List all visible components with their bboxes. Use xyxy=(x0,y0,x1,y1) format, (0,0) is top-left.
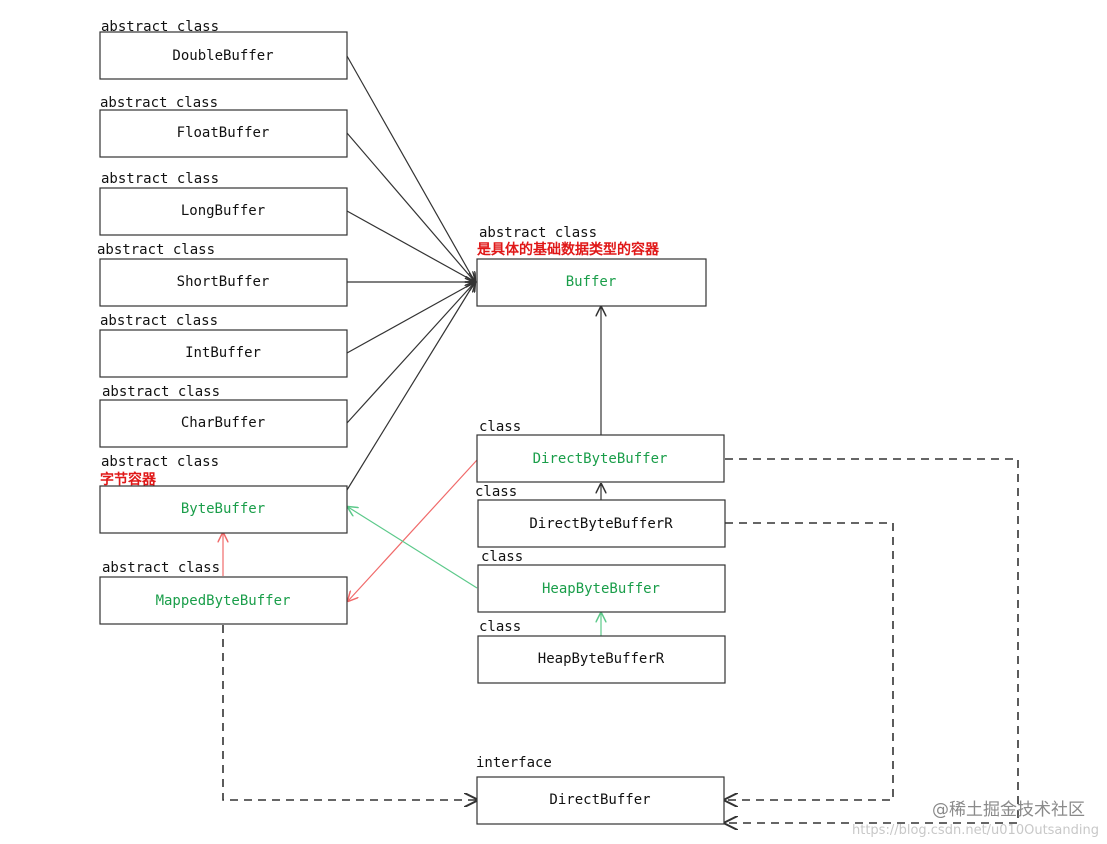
node-kind-label: abstract class xyxy=(102,384,220,400)
class-box xyxy=(99,187,348,236)
class-name: HeapByteBufferR xyxy=(538,651,665,667)
node-kind-label: abstract class xyxy=(100,95,218,111)
edge-longbuffer-to-buffer xyxy=(346,210,475,282)
edge-mappedbytebuffer-to-directbuffer xyxy=(222,625,477,800)
class-box xyxy=(99,258,348,307)
node-kind-label: interface xyxy=(476,755,552,771)
node-directbytebuffer: class DirectByteBuffer xyxy=(476,419,725,483)
class-name: ByteBuffer xyxy=(181,501,265,517)
class-box xyxy=(476,776,725,825)
node-kind-label: abstract class xyxy=(101,454,219,470)
node-floatbuffer: abstract class FloatBuffer xyxy=(99,95,348,158)
class-box xyxy=(99,109,348,158)
node-kind-label: abstract class xyxy=(97,242,215,258)
edge-floatbuffer-to-buffer xyxy=(346,132,475,282)
node-longbuffer: abstract class LongBuffer xyxy=(99,171,348,236)
class-box xyxy=(476,258,707,307)
edge-directbytebuffer-to-mappedbytebuffer xyxy=(348,459,478,601)
watermark-url: https://blog.csdn.net/u010Outsanding xyxy=(851,823,1099,838)
node-doublebuffer: abstract class DoubleBuffer xyxy=(99,19,348,80)
class-name: FloatBuffer xyxy=(177,125,270,141)
edge-intbuffer-to-buffer xyxy=(346,282,475,354)
node-heapbytebufferr: class HeapByteBufferR xyxy=(477,619,726,684)
node-charbuffer: abstract class CharBuffer xyxy=(99,384,348,448)
class-name: DirectByteBuffer xyxy=(533,451,668,467)
class-name: MappedByteBuffer xyxy=(156,593,291,609)
edges xyxy=(222,55,1019,823)
edge-heapbytebuffer-to-bytebuffer xyxy=(348,507,478,589)
class-box xyxy=(476,434,725,483)
node-buffer: abstract class 是具体的基础数据类型的容器 Buffer xyxy=(476,225,707,307)
class-box xyxy=(477,499,726,548)
node-heapbytebuffer: class HeapByteBuffer xyxy=(477,549,726,613)
class-name: CharBuffer xyxy=(181,415,265,431)
node-directbytebufferr: class DirectByteBufferR xyxy=(475,484,726,548)
class-name: LongBuffer xyxy=(181,203,265,219)
node-kind-label: abstract class xyxy=(479,225,597,241)
edge-doublebuffer-to-buffer xyxy=(346,55,475,282)
node-kind-label: class xyxy=(479,619,521,635)
node-kind-label: abstract class xyxy=(102,560,220,576)
class-box xyxy=(99,329,348,378)
class-name: ShortBuffer xyxy=(177,274,270,290)
node-note: 字节容器 xyxy=(100,471,157,488)
class-box xyxy=(477,564,726,613)
class-name: DoubleBuffer xyxy=(172,48,273,64)
class-box xyxy=(99,485,348,534)
watermark-brand: @稀土掘金技术社区 xyxy=(932,800,1085,820)
node-bytebuffer: abstract class 字节容器 ByteBuffer xyxy=(99,454,348,534)
node-kind-label: abstract class xyxy=(101,171,219,187)
edge-directbytebuffer-to-directbuffer xyxy=(725,458,1019,823)
class-name: DirectBuffer xyxy=(549,792,650,808)
edge-directbytebufferr-to-directbuffer xyxy=(725,522,894,800)
edge-bytebuffer-to-buffer xyxy=(346,282,475,491)
class-name: HeapByteBuffer xyxy=(542,581,660,597)
node-note: 是具体的基础数据类型的容器 xyxy=(477,241,660,258)
edge-charbuffer-to-buffer xyxy=(346,282,475,424)
class-box xyxy=(99,399,348,448)
class-box xyxy=(99,31,348,80)
node-mappedbytebuffer: abstract class MappedByteBuffer xyxy=(99,560,348,625)
node-kind-label: class xyxy=(475,484,517,500)
class-box xyxy=(99,576,348,625)
class-name: Buffer xyxy=(566,274,617,290)
class-name: IntBuffer xyxy=(185,345,261,361)
class-box xyxy=(477,635,726,684)
node-directbuffer: interface DirectBuffer xyxy=(476,755,725,825)
node-shortbuffer: abstract class ShortBuffer xyxy=(97,242,348,307)
class-name: DirectByteBufferR xyxy=(529,516,673,532)
node-kind-label: class xyxy=(481,549,523,565)
node-intbuffer: abstract class IntBuffer xyxy=(99,313,348,378)
node-kind-label: abstract class xyxy=(100,313,218,329)
node-kind-label: class xyxy=(479,419,521,435)
node-kind-label: abstract class xyxy=(101,19,219,35)
